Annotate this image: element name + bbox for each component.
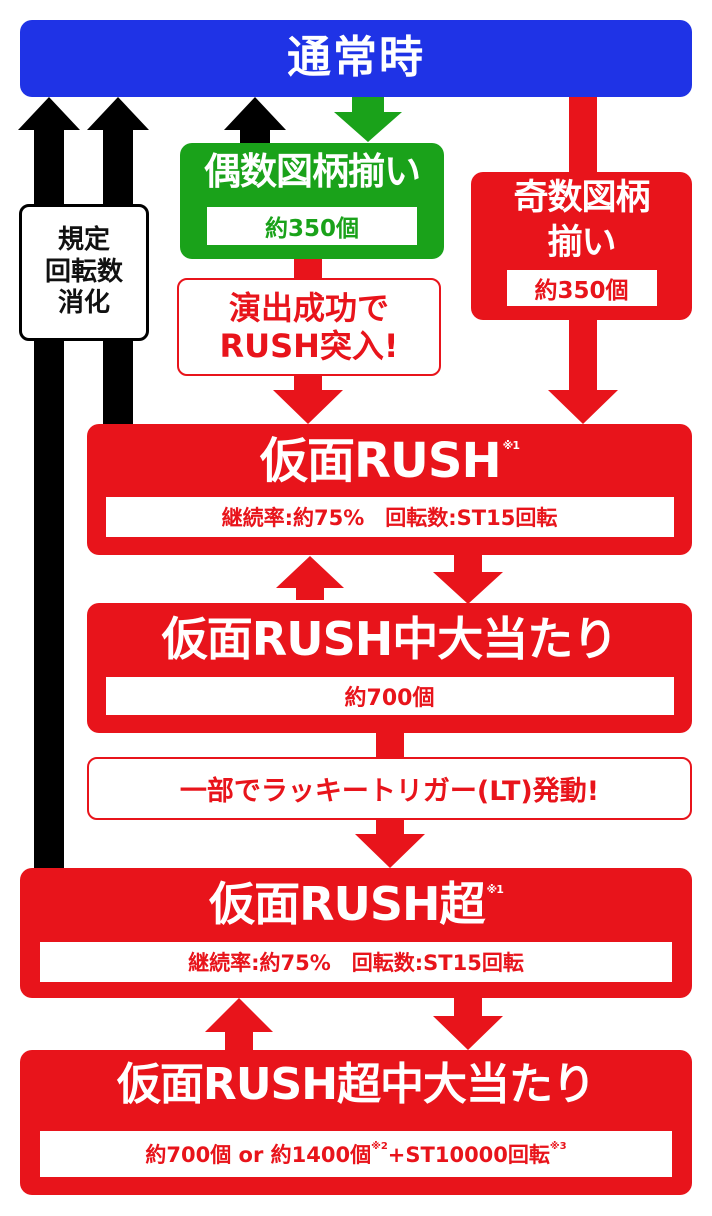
arrow-even-to-callout <box>294 258 322 278</box>
normal-state-box: 通常時 <box>20 20 692 97</box>
kamen-rush-super-note: ※1 <box>486 883 504 896</box>
super-jackpot-note3: ※3 <box>549 1140 567 1152</box>
arrow-jackpot-to-rush <box>276 556 344 600</box>
super-jackpot-value-part1: 約700個 or 約1400個 <box>145 1143 372 1167</box>
arrow-superjackpot-to-super <box>205 998 273 1052</box>
kamen-rush-super-box: 仮面RUSH超※1 継続率:約75% 回転数:ST15回転 <box>20 868 692 998</box>
return-arrow-even <box>224 97 286 148</box>
kamen-rush-jackpot-box: 仮面RUSH中大当たり 約700個 <box>87 603 692 733</box>
success-callout-line2: RUSH突入! <box>219 327 399 365</box>
success-callout-line1: 演出成功で <box>228 288 389 327</box>
kamen-rush-title-text: 仮面RUSH <box>259 433 502 489</box>
kamen-rush-note: ※1 <box>502 439 520 452</box>
lt-callout-text: 一部でラッキートリガー(LT)発動! <box>179 776 600 807</box>
spin-limit-callout: 規定 回転数 消化 <box>19 204 149 341</box>
kamen-rush-super-title-text: 仮面RUSH超 <box>209 877 485 931</box>
spin-limit-line2: 回転数 <box>44 256 123 287</box>
normal-state-title: 通常時 <box>287 32 425 84</box>
kamen-rush-stats: 継続率:約75% 回転数:ST15回転 <box>105 497 674 537</box>
super-jackpot-value-part2: +ST10000回転 <box>387 1143 550 1167</box>
kamen-rush-super-stats: 継続率:約75% 回転数:ST15回転 <box>40 942 672 982</box>
arrow-odd-to-rush <box>548 320 618 424</box>
even-match-value: 約350個 <box>207 207 417 245</box>
kamen-rush-jackpot-title: 仮面RUSH中大当たり <box>161 612 618 666</box>
return-arrow-left-outer <box>18 97 80 870</box>
arrow-normal-to-odd <box>569 97 597 172</box>
kamen-rush-super-jackpot-value: 約700個 or 約1400個※2+ST10000回転※3 <box>40 1131 672 1177</box>
arrow-super-to-superjackpot <box>433 998 503 1050</box>
kamen-rush-title: 仮面RUSH※1 <box>259 433 520 489</box>
arrow-normal-to-even <box>334 97 402 142</box>
super-jackpot-note2: ※2 <box>371 1140 388 1152</box>
arrow-callout-to-rush <box>273 376 343 424</box>
kamen-rush-super-jackpot-title: 仮面RUSH超中大当たり <box>116 1059 596 1110</box>
even-match-title: 偶数図柄揃い <box>204 150 421 193</box>
kamen-rush-box: 仮面RUSH※1 継続率:約75% 回転数:ST15回転 <box>87 424 692 555</box>
success-callout: 演出成功で RUSH突入! <box>177 278 441 376</box>
kamen-rush-super-title: 仮面RUSH超※1 <box>209 877 504 931</box>
kamen-rush-jackpot-value: 約700個 <box>105 677 674 715</box>
arrow-rush-to-jackpot <box>433 555 503 604</box>
kamen-rush-super-jackpot-box: 仮面RUSH超中大当たり 約700個 or 約1400個※2+ST10000回転… <box>20 1050 692 1195</box>
spin-limit-line3: 消化 <box>57 288 110 319</box>
lt-callout: 一部でラッキートリガー(LT)発動! <box>87 757 692 820</box>
arrow-lt-to-super <box>355 820 425 868</box>
odd-match-title-line2: 揃い <box>547 223 616 263</box>
arrow-jackpot-to-lt <box>376 733 404 757</box>
odd-match-value: 約350個 <box>506 270 657 306</box>
odd-match-box: 奇数図柄 揃い 約350個 <box>471 172 692 320</box>
even-match-box: 偶数図柄揃い 約350個 <box>180 143 444 259</box>
spin-limit-line1: 規定 <box>57 224 110 255</box>
odd-match-title-line1: 奇数図柄 <box>513 178 650 218</box>
